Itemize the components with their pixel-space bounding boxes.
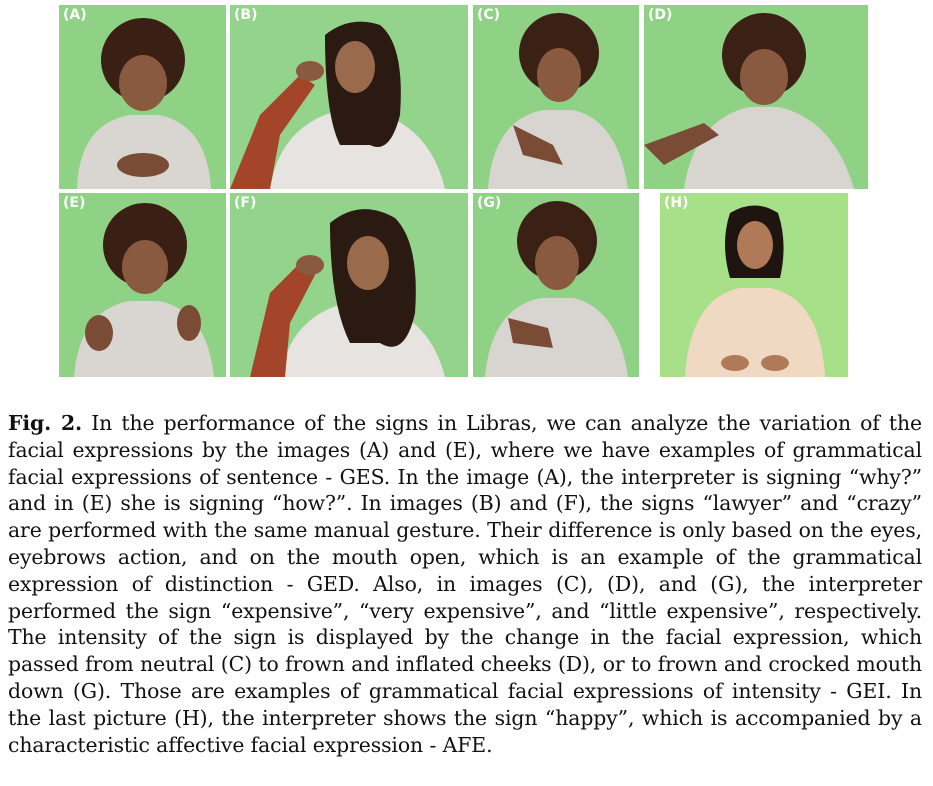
figure-panel-f: (F): [230, 193, 468, 377]
interpreter-photo-d: [644, 5, 868, 189]
panel-label: (C): [477, 7, 501, 23]
panel-label: (G): [477, 195, 502, 211]
caption-text: In the performance of the signs in Libra…: [8, 411, 923, 757]
figure-panel-c: (C): [473, 5, 639, 189]
panel-label: (D): [648, 7, 673, 23]
interpreter-photo-a: [59, 5, 226, 189]
figure-caption: Fig. 2. In the performance of the signs …: [8, 410, 922, 758]
figure-panel-e: (E): [59, 193, 226, 377]
panel-label: (H): [664, 195, 689, 211]
panel-label: (E): [63, 195, 86, 211]
panel-label: (B): [234, 7, 258, 23]
panel-label: (A): [63, 7, 87, 23]
interpreter-photo-h: [660, 193, 848, 377]
figure-panel-g: (G): [473, 193, 639, 377]
figure-number: Fig. 2.: [8, 411, 83, 435]
interpreter-photo-b: [230, 5, 468, 189]
interpreter-photo-g: [473, 193, 639, 377]
figure-panel-d: (D): [644, 5, 868, 189]
figure-panel-b: (B): [230, 5, 468, 189]
figure-panel-a: (A): [59, 5, 226, 189]
figure-panel-h: (H): [660, 193, 848, 377]
interpreter-photo-c: [473, 5, 639, 189]
interpreter-photo-f: [230, 193, 468, 377]
panel-label: (F): [234, 195, 257, 211]
interpreter-photo-e: [59, 193, 226, 377]
